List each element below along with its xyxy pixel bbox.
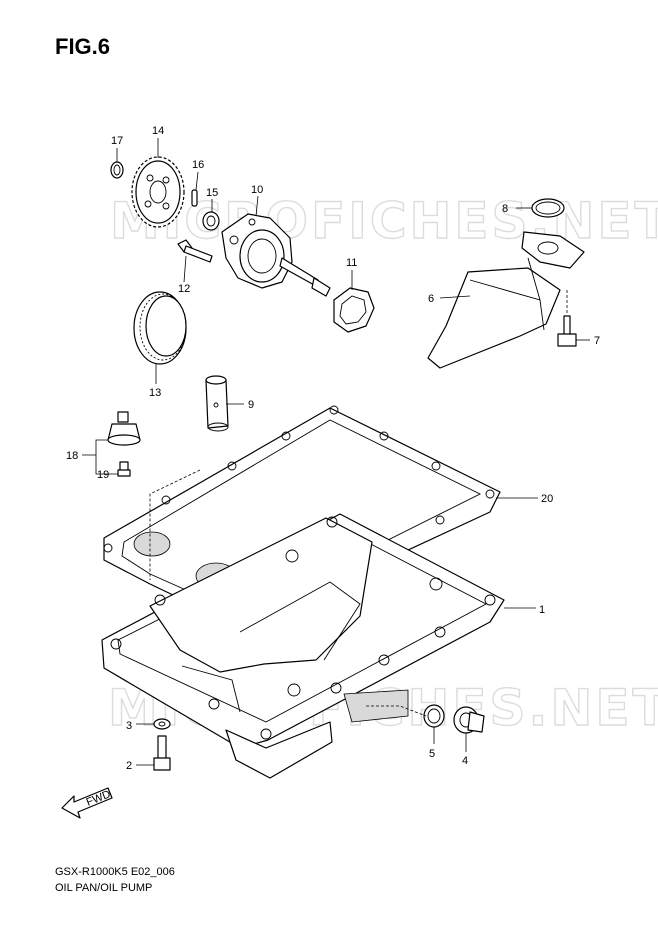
callout-15: 15	[206, 187, 218, 199]
fwd-label: FWD	[85, 788, 113, 809]
callout-18: 18	[66, 450, 78, 462]
callout-14: 14	[152, 125, 164, 137]
callout-16: 16	[192, 159, 204, 171]
drain-plug-part-4	[453, 706, 485, 734]
callout-1: 1	[539, 604, 545, 616]
o-ring-part-15	[202, 211, 220, 231]
oil-strainer-part-6	[427, 231, 585, 369]
forward-direction-arrow-icon: FWD	[61, 787, 113, 819]
figure-title: FIG.6	[55, 34, 111, 59]
callout-8: 8	[502, 203, 508, 215]
callout-19: 19	[97, 469, 109, 481]
figure-caption: OIL PAN/OIL PUMP	[55, 882, 153, 894]
o-ring-part-8	[531, 198, 565, 218]
callout-6: 6	[428, 293, 434, 305]
leader-lines	[82, 138, 590, 766]
model-code: GSX-R1000K5 E02_006	[55, 866, 175, 878]
oil-pipe-sleeve-part-9	[205, 375, 229, 432]
callout-9: 9	[248, 399, 254, 411]
bolt-part-12	[177, 239, 213, 263]
chain-ring-part-13	[133, 291, 187, 365]
callout-3: 3	[126, 720, 132, 732]
pump-drive-gear-part-14	[131, 156, 185, 228]
callout-11: 11	[346, 257, 357, 269]
oil-pressure-switch-part-18	[107, 411, 141, 446]
callout-10: 10	[251, 184, 263, 196]
bolt-part-2	[153, 735, 171, 771]
pin-part-16	[191, 189, 198, 207]
bolt-part-19	[117, 461, 131, 477]
bolt-part-7	[557, 315, 577, 347]
pump-gasket-part-11	[333, 287, 375, 333]
callout-labels: 1 2 3 4 5 6 7 8 9 10 11 12 13 14 15 16 1…	[66, 125, 600, 772]
callout-7: 7	[594, 335, 600, 347]
callout-2: 2	[126, 760, 132, 772]
drain-gasket-part-5	[423, 704, 445, 728]
callout-5: 5	[429, 748, 435, 760]
oil-pan-part-1	[101, 513, 505, 779]
callout-20: 20	[541, 493, 553, 505]
circlip-part-17	[110, 161, 124, 179]
callout-13: 13	[149, 387, 161, 399]
callout-12: 12	[178, 283, 190, 295]
callout-4: 4	[462, 755, 468, 767]
washer-part-3	[153, 718, 171, 730]
oil-pump-part-10	[221, 213, 331, 297]
callout-17: 17	[111, 135, 123, 147]
